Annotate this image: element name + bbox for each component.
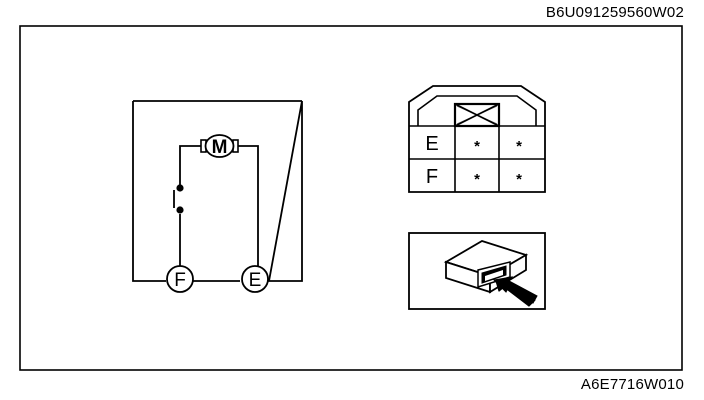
- pin-mark: *: [474, 171, 480, 188]
- terminal-e: E: [241, 265, 269, 293]
- motor-icon: M: [200, 134, 239, 158]
- figure-code-bottom: A6E7716W010: [580, 376, 684, 393]
- motor-label: M: [212, 137, 228, 158]
- outer-wire-loop: [132, 100, 303, 282]
- terminal-f-label: F: [174, 270, 186, 291]
- blank-cavity-icon: [453, 102, 501, 128]
- connector-view-box: [408, 232, 546, 310]
- connector-housing: [408, 85, 546, 193]
- connector-row-f-label: F: [426, 166, 438, 188]
- pin-mark: *: [516, 138, 522, 155]
- switch-icon: [173, 184, 184, 214]
- figure-frame: [19, 25, 683, 371]
- view-box-frame: [408, 232, 546, 310]
- wire-e: [234, 145, 259, 267]
- connector-face: E F * * * *: [408, 85, 546, 193]
- pin-mark: *: [516, 171, 522, 188]
- connector-row-e-label: E: [425, 133, 438, 155]
- pin-mark: *: [474, 138, 480, 155]
- terminal-f: F: [166, 265, 194, 293]
- circuit-schematic: M F E: [132, 100, 303, 293]
- view-direction-arrow-icon: [492, 276, 538, 307]
- terminal-e-label: E: [249, 270, 262, 291]
- figure-code-top: B6U091259560W02: [545, 4, 684, 21]
- wire-f-upper: [179, 145, 206, 188]
- connector-3d-icon: [443, 240, 529, 294]
- connector-hood: [417, 95, 537, 126]
